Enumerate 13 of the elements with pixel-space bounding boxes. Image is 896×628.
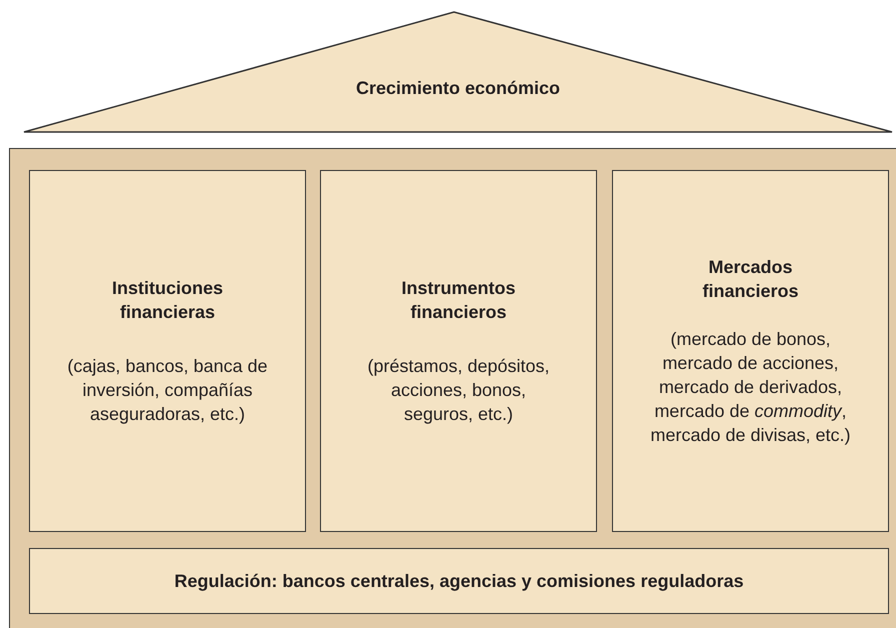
pillar-heading: Instituciones financieras xyxy=(110,277,224,324)
foundation-text: Regulación: bancos centrales, agencias y comisiones reguladoras xyxy=(174,570,744,593)
pillar-description: (mercado de bonos, mercado de acciones, mercado de derivados, mercado de commodity, mercado de divisas, etc.) xyxy=(649,328,852,447)
pillar-description: (préstamos, depósitos, acciones, bonos, seguros, etc.) xyxy=(366,355,551,426)
pillar-panel xyxy=(612,170,889,532)
building-body xyxy=(9,148,896,628)
pillar-panel xyxy=(320,170,597,532)
pillar-heading: Mercados financieros xyxy=(701,256,800,303)
pillar-description: (cajas, bancos, banca de inversión, compañías aseguradoras, etc.) xyxy=(66,355,269,426)
foundation-panel xyxy=(29,548,889,614)
pillar-heading: Instrumentos financieros xyxy=(400,277,516,324)
pillar-panel xyxy=(29,170,306,532)
roof-title: Crecimiento económico xyxy=(354,77,562,100)
